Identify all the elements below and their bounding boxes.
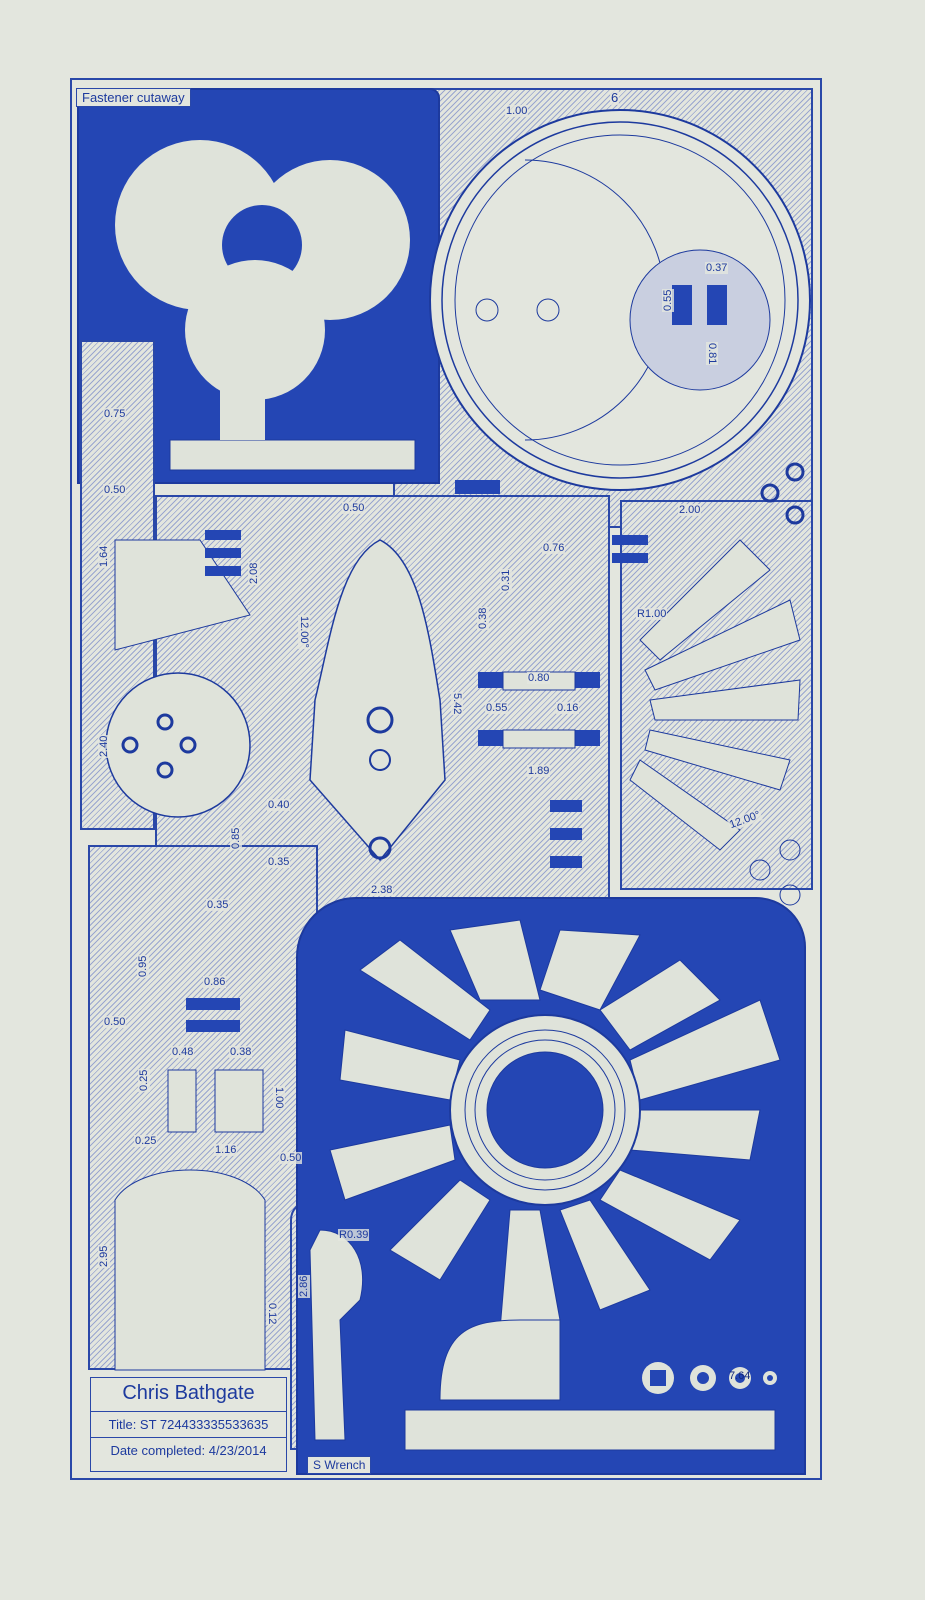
title-text: Title: ST 724433335533635 <box>91 1412 286 1438</box>
dim-label: 2.86 <box>298 1274 310 1298</box>
fastener-cutaway-label: Fastener cutaway <box>76 88 191 107</box>
title-block: Chris Bathgate Title: ST 724433335533635… <box>90 1377 287 1472</box>
s-wrench-label: S Wrench <box>307 1456 372 1474</box>
dim-label: 0.38 <box>229 1046 253 1058</box>
dim-label: 0.16 <box>556 702 580 714</box>
dim-label: 0.95 <box>137 954 149 978</box>
dim-label: 0.48 <box>171 1046 195 1058</box>
dim-label: 0.35 <box>267 856 291 868</box>
dim-label: 2.40 <box>98 734 110 758</box>
dim-label: 0.75 <box>103 408 127 420</box>
dim-label: 2.38 <box>370 884 394 896</box>
dim-label: 1.16 <box>214 1144 238 1156</box>
dim-label: 0.38 <box>477 606 489 630</box>
dim-label: 0.55 <box>485 702 509 714</box>
dim-label: 2.08 <box>248 561 260 585</box>
fastener-screws <box>186 480 648 1032</box>
dim-label: 2.95 <box>98 1244 110 1268</box>
disk-inset-circle <box>629 249 771 391</box>
dim-label: 1.64 <box>98 544 110 568</box>
dim-label: R0.39 <box>338 1229 370 1241</box>
author-name: Chris Bathgate <box>91 1378 286 1412</box>
rotary-blades <box>329 919 781 1331</box>
dim-label: 5.42 <box>451 692 463 716</box>
dim-label: 0.31 <box>500 568 512 592</box>
right-fan-blades <box>629 539 801 851</box>
dim-label: 0.25 <box>134 1135 158 1147</box>
dim-label: 0.25 <box>138 1068 150 1092</box>
small-gear-icons <box>642 1362 777 1394</box>
dim-label: 0.85 <box>230 826 242 850</box>
dim-label: 6 <box>610 90 620 105</box>
dim-label: 1.89 <box>527 765 551 777</box>
dim-label: 1.00 <box>273 1086 285 1110</box>
dim-label: 0.86 <box>203 976 227 988</box>
dim-label: R1.00 <box>636 608 668 620</box>
dim-label: 12.00° <box>298 615 310 649</box>
large-disk <box>429 109 811 491</box>
dim-label: 2.00 <box>678 504 702 516</box>
dim-label: 0.37 <box>705 262 729 274</box>
dim-label: 0.76 <box>542 542 566 554</box>
dim-label: 0.81 <box>706 342 718 366</box>
dim-label: 0.50 <box>103 1016 127 1028</box>
dim-label: 1.00 <box>505 105 529 117</box>
drawing-frame <box>70 78 822 1480</box>
lower-left-cutaway <box>114 1169 266 1371</box>
dim-label: 0.12 <box>266 1302 278 1326</box>
dim-label: 0.50 <box>342 502 366 514</box>
dim-label: 0.35 <box>206 899 230 911</box>
left-round-part <box>105 672 251 818</box>
dim-label: 0.50 <box>279 1152 303 1164</box>
dim-label: 0.80 <box>527 672 551 684</box>
dim-label: 0.50 <box>103 484 127 496</box>
dim-label: 0.55 <box>662 288 674 312</box>
dim-label: 0.40 <box>267 799 291 811</box>
dim-label: 7.64 <box>729 1370 751 1382</box>
center-cutaway-part <box>309 539 446 862</box>
date-completed: Date completed: 4/23/2014 <box>110 1443 267 1458</box>
s-wrench-shape <box>309 1229 364 1441</box>
